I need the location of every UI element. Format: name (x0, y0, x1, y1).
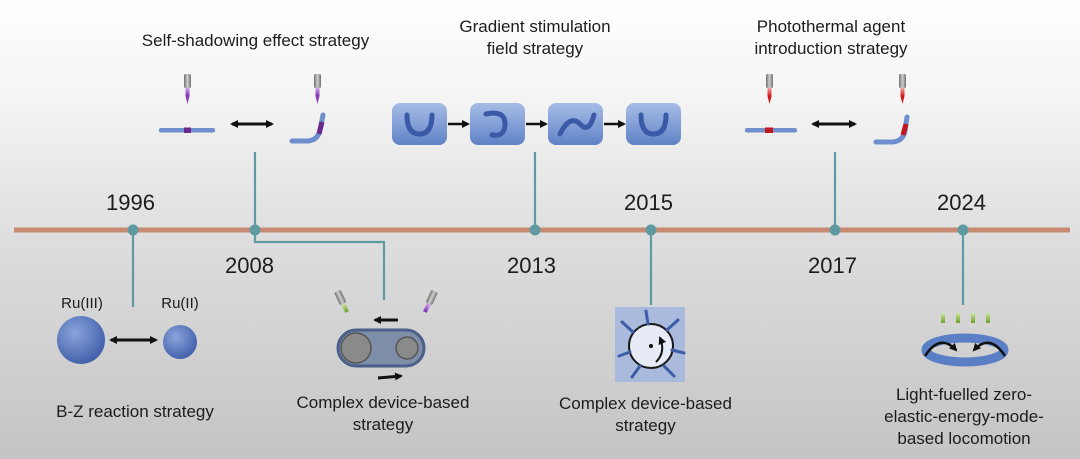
tile-icon (470, 103, 525, 145)
laser-probe-icon (314, 74, 321, 104)
laser-probe-icon (766, 74, 773, 104)
label-photothermal-line1: Photothermal agent (756, 17, 906, 36)
node-2008 (249, 224, 261, 236)
label-ru3: Ru(III) (61, 295, 103, 312)
pulley-icon (395, 336, 419, 360)
year-2015: 2015 (624, 190, 673, 215)
light-beam-icon (956, 313, 960, 323)
timeline-connectors (131, 152, 965, 307)
light-fuelled-illustration (921, 313, 1009, 367)
laser-probe-icon (423, 290, 438, 313)
pulley-icon (340, 332, 372, 364)
label-gradient-line2: field strategy (486, 39, 584, 58)
label-bz-reaction: B-Z reaction strategy (56, 402, 214, 421)
light-beam-icon (971, 313, 975, 323)
ring-icon (921, 333, 1009, 367)
tile-icon (626, 103, 681, 145)
node-2024 (957, 224, 969, 236)
laser-probe-icon (899, 74, 906, 104)
arrow-icon (377, 372, 403, 381)
light-beam-icon (986, 313, 990, 323)
label-light-fuelled: Light-fuelled zero-elastic-energy-mode-b… (884, 385, 1044, 448)
rotation-arrow-icon (655, 336, 667, 363)
complex-device-belt-illustration (334, 290, 438, 381)
node-2015 (645, 224, 657, 236)
node-1996 (127, 224, 139, 236)
label-gradient-line1: Gradient stimulation (459, 17, 611, 36)
label-photothermal: Photothermal agent introduction strategy (731, 16, 931, 60)
gradient-field-illustration (392, 103, 681, 145)
label-photothermal-line2: introduction strategy (754, 39, 908, 58)
label-gradient-field: Gradient stimulation field strategy (430, 16, 640, 60)
year-1996: 1996 (106, 190, 155, 215)
laser-probe-icon (334, 290, 349, 313)
laser-probe-icon (184, 74, 191, 104)
node-2013 (529, 224, 541, 236)
label-self-shadowing: Self-shadowing effect strategy (141, 31, 370, 50)
photothermal-illustration (745, 74, 910, 145)
tile-icon (548, 103, 603, 145)
ru2-sphere-icon (163, 325, 197, 359)
label-complex-device-a: Complex device-based strategy (296, 393, 470, 434)
tile-icon (392, 103, 447, 145)
light-beam-icon (941, 313, 945, 323)
complex-device-rotor-illustration (615, 307, 686, 382)
year-2008: 2008 (225, 253, 274, 278)
bz-reaction-illustration (57, 316, 197, 364)
timeline-nodes (127, 224, 969, 236)
self-shadowing-illustration (159, 74, 326, 144)
ru3-sphere-icon (57, 316, 105, 364)
year-2024: 2024 (937, 190, 986, 215)
node-2017 (829, 224, 841, 236)
year-2013: 2013 (507, 253, 556, 278)
label-complex-device-b: Complex device-based strategy (559, 394, 732, 435)
label-ru2: Ru(II) (161, 295, 199, 312)
year-2017: 2017 (808, 253, 857, 278)
